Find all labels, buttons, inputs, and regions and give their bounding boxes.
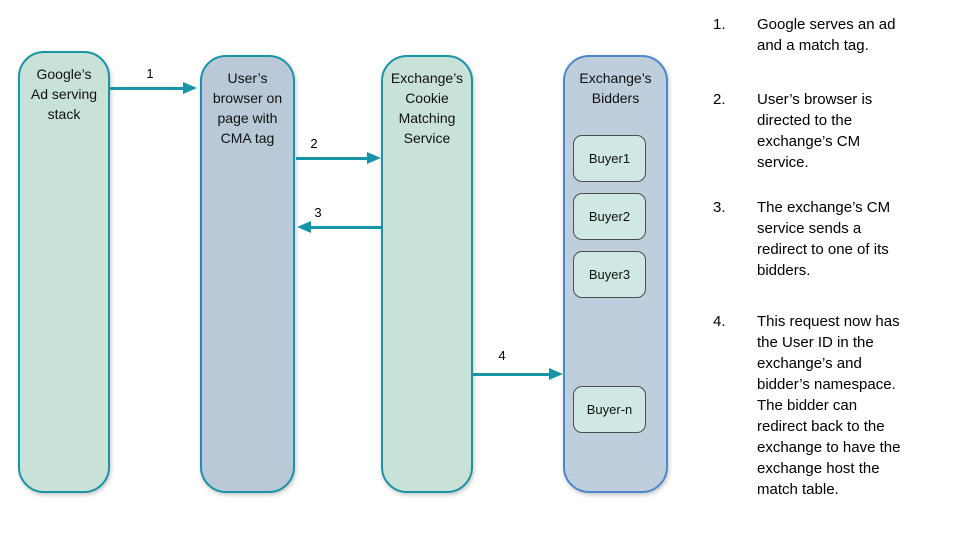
arrow-shaft (473, 373, 552, 376)
arrow-3-label: 3 (314, 205, 322, 220)
node-user-browser: User’s browser on page with CMA tag (200, 55, 295, 493)
node-label: Exchange’s Cookie Matching Service (390, 70, 464, 146)
node-label: Exchange’s Bidders (579, 70, 652, 106)
step-1: 1. Google serves an ad and a match tag. (713, 14, 960, 56)
node-google-ad-serving-stack: Google’s Ad serving stack (18, 51, 110, 493)
buyer-label: Buyer-n (586, 402, 633, 417)
node-label: Google’s Ad serving stack (30, 66, 98, 122)
arrow-head-icon (549, 368, 563, 380)
arrow-head-icon (297, 221, 311, 233)
step-number: 4. (713, 313, 726, 330)
step-text: The exchange’s CM service sends a redire… (757, 199, 891, 279)
step-text: Google serves an ad and a match tag. (757, 16, 896, 54)
node-exchange-cookie-matching-service: Exchange’s Cookie Matching Service (381, 55, 473, 493)
buyer3-box: Buyer3 (573, 251, 646, 298)
arrow-2-browser-to-cm-service (296, 152, 381, 164)
arrow-1-google-to-browser (110, 82, 197, 94)
arrow-4-cm-service-to-bidders (473, 368, 563, 380)
buyer-label: Buyer1 (588, 151, 631, 166)
step-2: 2. User’s browser is directed to the exc… (713, 89, 960, 173)
arrow-3-cm-service-to-browser (297, 221, 381, 233)
step-number: 1. (713, 16, 726, 33)
buyer-label: Buyer3 (588, 267, 631, 282)
arrow-head-icon (183, 82, 197, 94)
arrow-1-label: 1 (146, 66, 154, 81)
step-number: 3. (713, 199, 726, 216)
buyer1-box: Buyer1 (573, 135, 646, 182)
arrow-2-label: 2 (310, 136, 318, 151)
buyer2-box: Buyer2 (573, 193, 646, 240)
buyer-label: Buyer2 (588, 209, 631, 224)
step-4: 4. This request now has the User ID in t… (713, 311, 960, 500)
arrow-shaft (308, 226, 381, 229)
step-3: 3. The exchange’s CM service sends a red… (713, 197, 960, 281)
step-number: 2. (713, 91, 726, 108)
step-text: This request now has the User ID in the … (757, 313, 901, 498)
buyer-n-box: Buyer-n (573, 386, 646, 433)
arrow-4-label: 4 (498, 348, 506, 363)
arrow-head-icon (367, 152, 381, 164)
node-label: User’s browser on page with CMA tag (212, 70, 283, 146)
step-text: User’s browser is directed to the exchan… (757, 91, 873, 171)
arrow-shaft (296, 157, 370, 160)
arrow-shaft (110, 87, 186, 90)
